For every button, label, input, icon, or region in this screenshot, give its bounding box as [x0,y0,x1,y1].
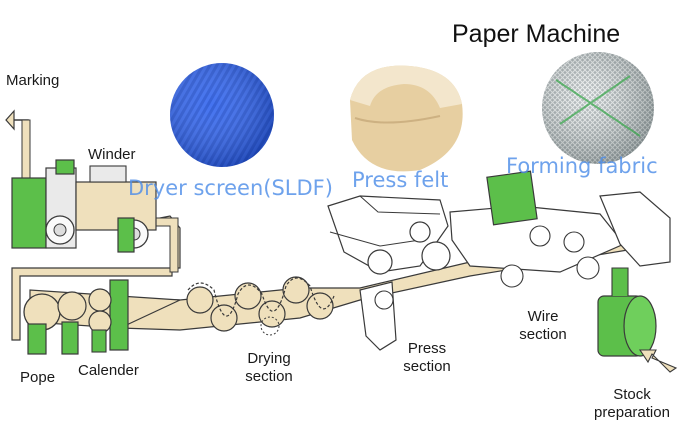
press-section [327,195,451,351]
wire-line-2: section [519,326,567,343]
winder-label: Winder [88,146,136,163]
press-section-label: Press section [394,340,460,376]
drying-section [186,276,335,336]
dryer-screen-photo [170,63,274,167]
forming-fabric-photo [542,52,654,164]
wire-line-1: Wire [527,308,559,325]
stock-preparation-label: Stock preparation [586,386,678,422]
stock-line-1: Stock [613,386,651,403]
calender-label: Calender [78,362,139,379]
dryer-screen-label: Dryer screen(SLDF) [128,176,333,200]
drying-line-2: section [245,368,293,385]
forming-fabric-label: Forming fabric [506,154,658,178]
pope-label: Pope [20,369,56,386]
calender-machine [88,279,129,353]
wire-section [449,170,671,288]
winder-machine [11,159,157,253]
drying-section-label: Drying section [238,350,300,386]
wire-section-label: Wire section [510,308,576,344]
marking-label: Marking [6,72,60,89]
pope-machine [23,291,87,355]
drying-line-1: Drying [247,350,291,367]
press-felt-photo [350,65,463,172]
page-title: Paper Machine [452,20,621,48]
marking-arrow [5,109,31,181]
press-line-2: section [403,358,451,375]
stock-line-2: preparation [594,404,670,421]
stock-preparation-unit [597,267,678,373]
press-felt-label: Press felt [352,168,449,192]
press-line-1: Press [407,340,447,357]
